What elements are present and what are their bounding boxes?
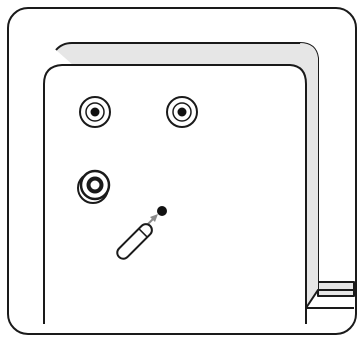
port-recessed-center bbox=[90, 180, 100, 190]
port-top-left bbox=[79, 96, 111, 128]
reset-pin-hole bbox=[157, 206, 167, 216]
insertion-arrow-head bbox=[150, 214, 158, 222]
device-side-slot bbox=[305, 289, 354, 309]
pin-tool bbox=[116, 223, 153, 260]
device-panel bbox=[43, 64, 307, 324]
outer-rounded-frame bbox=[7, 7, 357, 335]
port-top-right bbox=[166, 96, 198, 128]
device-side-face bbox=[300, 43, 318, 308]
port-recessed bbox=[77, 169, 111, 204]
port-top-right-center bbox=[177, 107, 187, 117]
pin-tool-band bbox=[138, 228, 148, 238]
port-top-left-center bbox=[90, 107, 100, 117]
